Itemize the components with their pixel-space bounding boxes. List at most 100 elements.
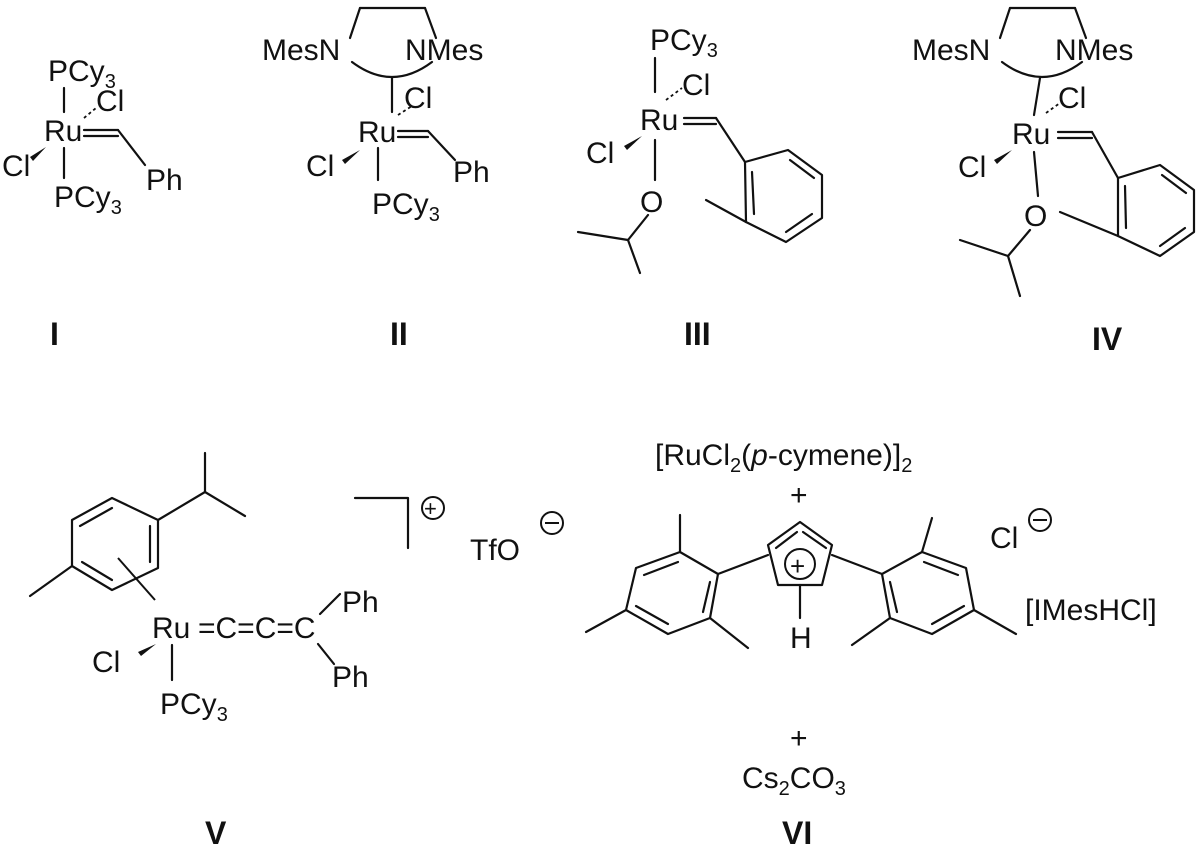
compound-I-ph: Ph [146,164,183,197]
compound-III-cl-upper: Cl [682,69,710,102]
compound-VI-plus-top: + [790,479,808,512]
compound-VI-cyclopentadienyl: + [766,520,834,587]
compound-IV-wedge-bond [994,150,1012,164]
compound-IV-benzene-inner-a [1160,173,1188,195]
compound-VI-right-methyl-bottom [850,616,892,647]
compound-III-bond-o-ch [626,213,650,242]
compound-V-bond-ph-top [318,592,342,616]
compound-IV: MesN NMes Cl Ru Cl O IV [912,6,1196,357]
compound-II-hashed-bond [397,105,413,116]
compound-I-wedge-bond [30,147,46,161]
compound-II-ph: Ph [453,156,490,189]
compound-V-cl: Cl [92,646,120,679]
compound-VI-left-inner-a [642,560,680,577]
compound-III-metal: Ru [640,104,678,137]
compound-V-minus-charge [540,511,564,535]
compound-IV-benzene-inner-c [1123,184,1128,230]
compound-VI-cp-inner-b [774,530,799,550]
compound-III-pcy3-top: PCy3 [650,24,718,62]
compound-VI-right-inner-b [930,604,966,626]
compound-V-label: V [205,815,227,851]
compound-IV-bond-ring-o [1058,210,1120,238]
compound-VI-left-methyl-bottom [708,616,750,650]
compound-IV-n-left: MesN [912,34,990,67]
compound-III-bond-c-ring [714,116,747,164]
compound-IV-bond-c-ring [1090,130,1120,180]
compound-VI-bond-left-ring [716,553,770,576]
compound-III-benzene-inner-c [750,170,756,216]
compound-III-label: III [684,316,711,352]
compound-IV-methyl-b [1006,254,1022,298]
compound-V: Ru Cl =C=C=C Ph Ph PCy3 + TfO V [28,451,564,851]
compound-IV-benzene [1116,163,1196,258]
compound-IV-label: IV [1092,321,1123,357]
compound-IV-bond-o-ch [1006,228,1032,258]
compound-VI-label: VI [782,815,812,851]
compound-II-bond-c-ph [426,129,457,162]
compound-V-wedge-bond [138,644,156,656]
compound-IV-ring-bond-c [1073,6,1088,40]
compound-V-ring [70,496,160,592]
compound-III-methyl-a [576,230,630,242]
compound-VI-left-inner-c [701,580,712,614]
compound-II-ring-bond-c [423,6,438,40]
compound-VI-mesityl-right [880,550,976,636]
compound-II-pcy3-bottom: PCy3 [372,188,440,226]
compound-I-label: I [50,316,59,352]
compound-VI-left-inner-b [634,604,670,626]
compound-VI-left-methyl-para [584,608,628,634]
compound-III-cl-lower: Cl [586,137,614,170]
compound-VI-anion: Cl [990,522,1018,555]
compound-IV-benzene-inner-b [1158,226,1187,248]
compound-III-benzene [743,148,824,244]
compound-IV-cl-lower: Cl [958,151,986,184]
compound-II-metal: Ru [358,116,396,149]
compound-VI-right-inner-c [888,580,899,614]
compound-V-ph-bottom: Ph [332,661,369,694]
compound-III: PCy3 Cl Ru Cl O III [576,24,824,352]
compound-V-isopropyl-to-ring [156,490,207,522]
compound-I-pcy3-top: PCy3 [48,55,116,93]
compound-I-bond-c-ph [116,128,147,167]
compound-V-methyl [28,564,74,598]
compound-IV-bond-c-ru [1032,76,1042,117]
compound-VI-plus-bottom: + [790,722,808,755]
compound-V-ring-inner-c [80,560,114,582]
compound-II-ring-bond-a [348,6,362,40]
compound-III-benzene-inner-b [784,212,814,234]
compound-V-plus-sign: + [424,496,437,521]
compound-II-wedge-bond [342,150,360,164]
compound-VI-right-inner-a [922,560,960,577]
compound-IV-benzene-ring [1116,163,1196,258]
compound-IV-bond-ru-o [1032,150,1040,198]
compound-V-eta6-bond [117,557,156,601]
compound-III-oxygen: O [640,186,663,219]
compound-VI-salt: [IMesHCl] [1025,594,1157,627]
compound-II-n-right: NMes [405,34,483,67]
compound-VI-right-methyl-para [972,608,1018,636]
compound-III-benzene-ring [743,148,824,244]
compound-III-benzene-inner-a [788,158,816,180]
compound-VI-base: Cs2CO3 [742,762,846,800]
compound-IV-ring-bond-a [998,6,1012,40]
compound-I-cl-upper: Cl [96,85,124,118]
compound-III-wedge-bond [624,136,642,150]
compound-V-bracket [353,496,410,550]
compound-II-n-left: MesN [262,34,340,67]
compound-VI-reagent-top: [RuCl2(p-cymene)]2 [655,439,912,477]
compound-VI-mesityl-left [624,550,720,636]
compound-V-plus-charge [421,496,445,520]
compound-V-pcy3-bottom: PCy3 [160,688,228,726]
compound-I: PCy3 Ru Cl Cl Ph PCy3 I [2,55,183,352]
compound-V-ring-inner-a [78,506,114,528]
compound-III-hashed-bond [665,87,683,101]
compound-IV-n-right: NMes [1055,34,1133,67]
compound-VI-plus-circle [784,548,816,580]
compound-V-ph-top: Ph [342,586,379,619]
compound-I-cl-lower: Cl [2,150,30,183]
compound-IV-oxygen: O [1024,200,1047,233]
compound-VI-bond-right-ring [830,553,884,576]
compound-II-cl-upper: Cl [404,82,432,115]
compound-III-methyl-b [626,238,642,275]
compound-VI-cp-inner-a [801,530,828,550]
